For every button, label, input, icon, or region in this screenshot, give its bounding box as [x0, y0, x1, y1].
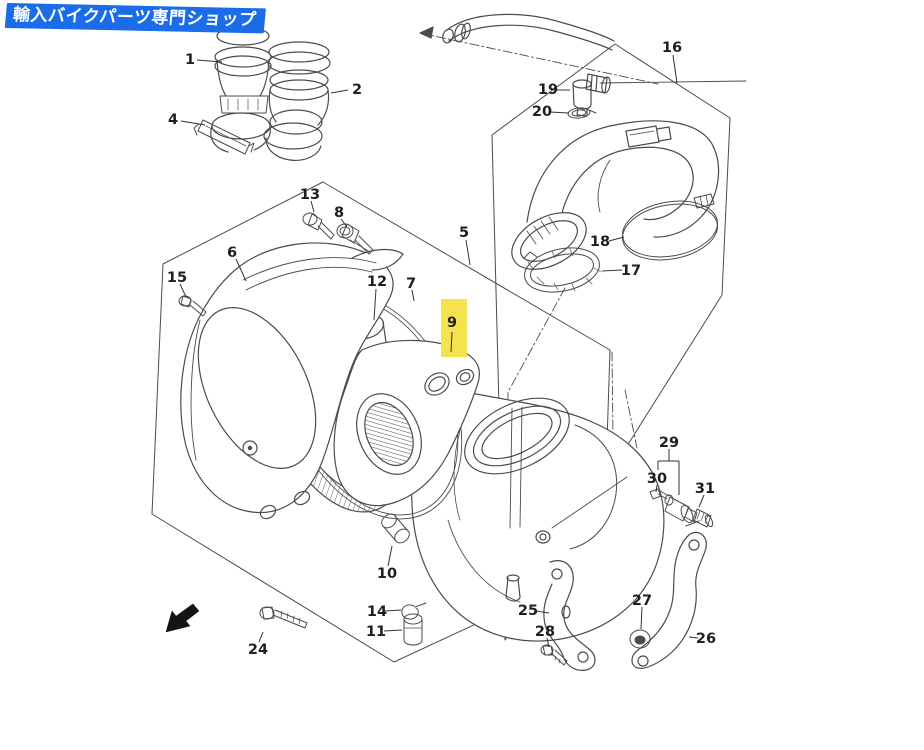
part-label-8: 8: [334, 205, 344, 221]
grommet-27-drawing: [629, 629, 651, 649]
leader-part-4: [180, 120, 206, 126]
clamp-18-drawing: [621, 193, 719, 261]
leader-part-24: [258, 631, 264, 643]
plug-31-drawing: [692, 508, 714, 528]
part-label-1: 1: [185, 52, 195, 68]
cover-drawing: [180, 242, 404, 520]
leader-part-14: [384, 609, 402, 612]
leader-part-13: [310, 200, 315, 213]
leader-part-20: [549, 111, 570, 114]
part-label-20: 20: [532, 104, 552, 120]
part-label-17: 17: [621, 263, 641, 279]
part-label-13: 13: [300, 187, 320, 203]
leader-part-7: [411, 289, 415, 302]
bolt-13-drawing: [302, 212, 335, 240]
part-label-24: 24: [248, 642, 268, 658]
part-label-16: 16: [662, 40, 682, 56]
leader-part-11: [383, 629, 403, 632]
leader-part-16: [672, 54, 678, 84]
part-label-9: 9: [447, 315, 457, 331]
leader-part-2: [330, 89, 349, 94]
part-label-30: 30: [647, 471, 667, 487]
intake-tube-2-drawing: [263, 41, 331, 161]
highlight-part-9: [441, 299, 467, 357]
clamp-4-drawing: [193, 119, 255, 155]
leader-part-28: [546, 637, 550, 648]
leader-layer: [179, 54, 705, 648]
part-label-11: 11: [366, 624, 386, 640]
part-label-28: 28: [535, 624, 555, 640]
bolt-24-drawing: [259, 606, 308, 629]
part-label-2: 2: [352, 82, 362, 98]
leader-part-10: [387, 545, 393, 567]
part-label-7: 7: [406, 276, 416, 292]
leader-part-8: [340, 218, 348, 228]
intake-duct-drawing: [511, 120, 720, 270]
leader-part-18: [608, 236, 625, 242]
part-label-26: 26: [696, 631, 716, 647]
part-label-10: 10: [377, 566, 397, 582]
part-label-18: 18: [590, 234, 610, 250]
leader-part-27: [640, 606, 643, 630]
breather-pointer-line: [599, 80, 747, 84]
fr-direction-arrow: [165, 603, 200, 633]
breather-hose-drawing: [442, 13, 615, 51]
leader-part-6: [235, 258, 247, 282]
highlight-layer: [441, 299, 467, 357]
leader-part-30: [655, 484, 658, 493]
part-label-31: 31: [695, 481, 715, 497]
element-plate-drawing: [333, 339, 480, 507]
part-label-12: 12: [367, 274, 387, 290]
left-assembly-boundary: [151, 181, 611, 663]
leader-part-12: [373, 288, 377, 321]
leader-part-25: [535, 610, 550, 614]
leader-part-26: [688, 636, 699, 639]
shop-banner-text: 輸入バイクパーツ専門ショップ: [11, 5, 258, 31]
part-label-4: 4: [168, 112, 178, 128]
leader-part-5: [465, 239, 471, 266]
air-cleaner-case-drawing: [411, 385, 665, 642]
sensor-29-drawing: [649, 488, 698, 523]
arrowhead: [419, 26, 434, 39]
part-label-15: 15: [167, 270, 187, 286]
leader-part-15: [179, 283, 187, 298]
spacer-10-drawing: [381, 513, 410, 544]
hose-clamp-20-drawing: [567, 107, 597, 119]
part-label-29: 29: [659, 435, 679, 451]
leader-part-17: [601, 269, 623, 272]
part-label-6: 6: [227, 245, 237, 261]
clamp-17-drawing: [523, 247, 602, 293]
leader-part-31: [698, 494, 705, 508]
cap-11-drawing: [403, 613, 423, 646]
bolt-8-drawing: [336, 223, 374, 255]
part-label-19: 19: [538, 82, 558, 98]
part-label-5: 5: [459, 225, 469, 241]
drain-elbow-drawing: [572, 73, 611, 117]
part-label-14: 14: [367, 604, 387, 620]
leader-part-9: [450, 331, 453, 353]
bracket-25-drawing: [543, 560, 596, 671]
part-label-25: 25: [518, 603, 538, 619]
leader-part-1: [196, 59, 223, 63]
clip-14-drawing: [401, 602, 427, 620]
part-label-27: 27: [632, 593, 652, 609]
